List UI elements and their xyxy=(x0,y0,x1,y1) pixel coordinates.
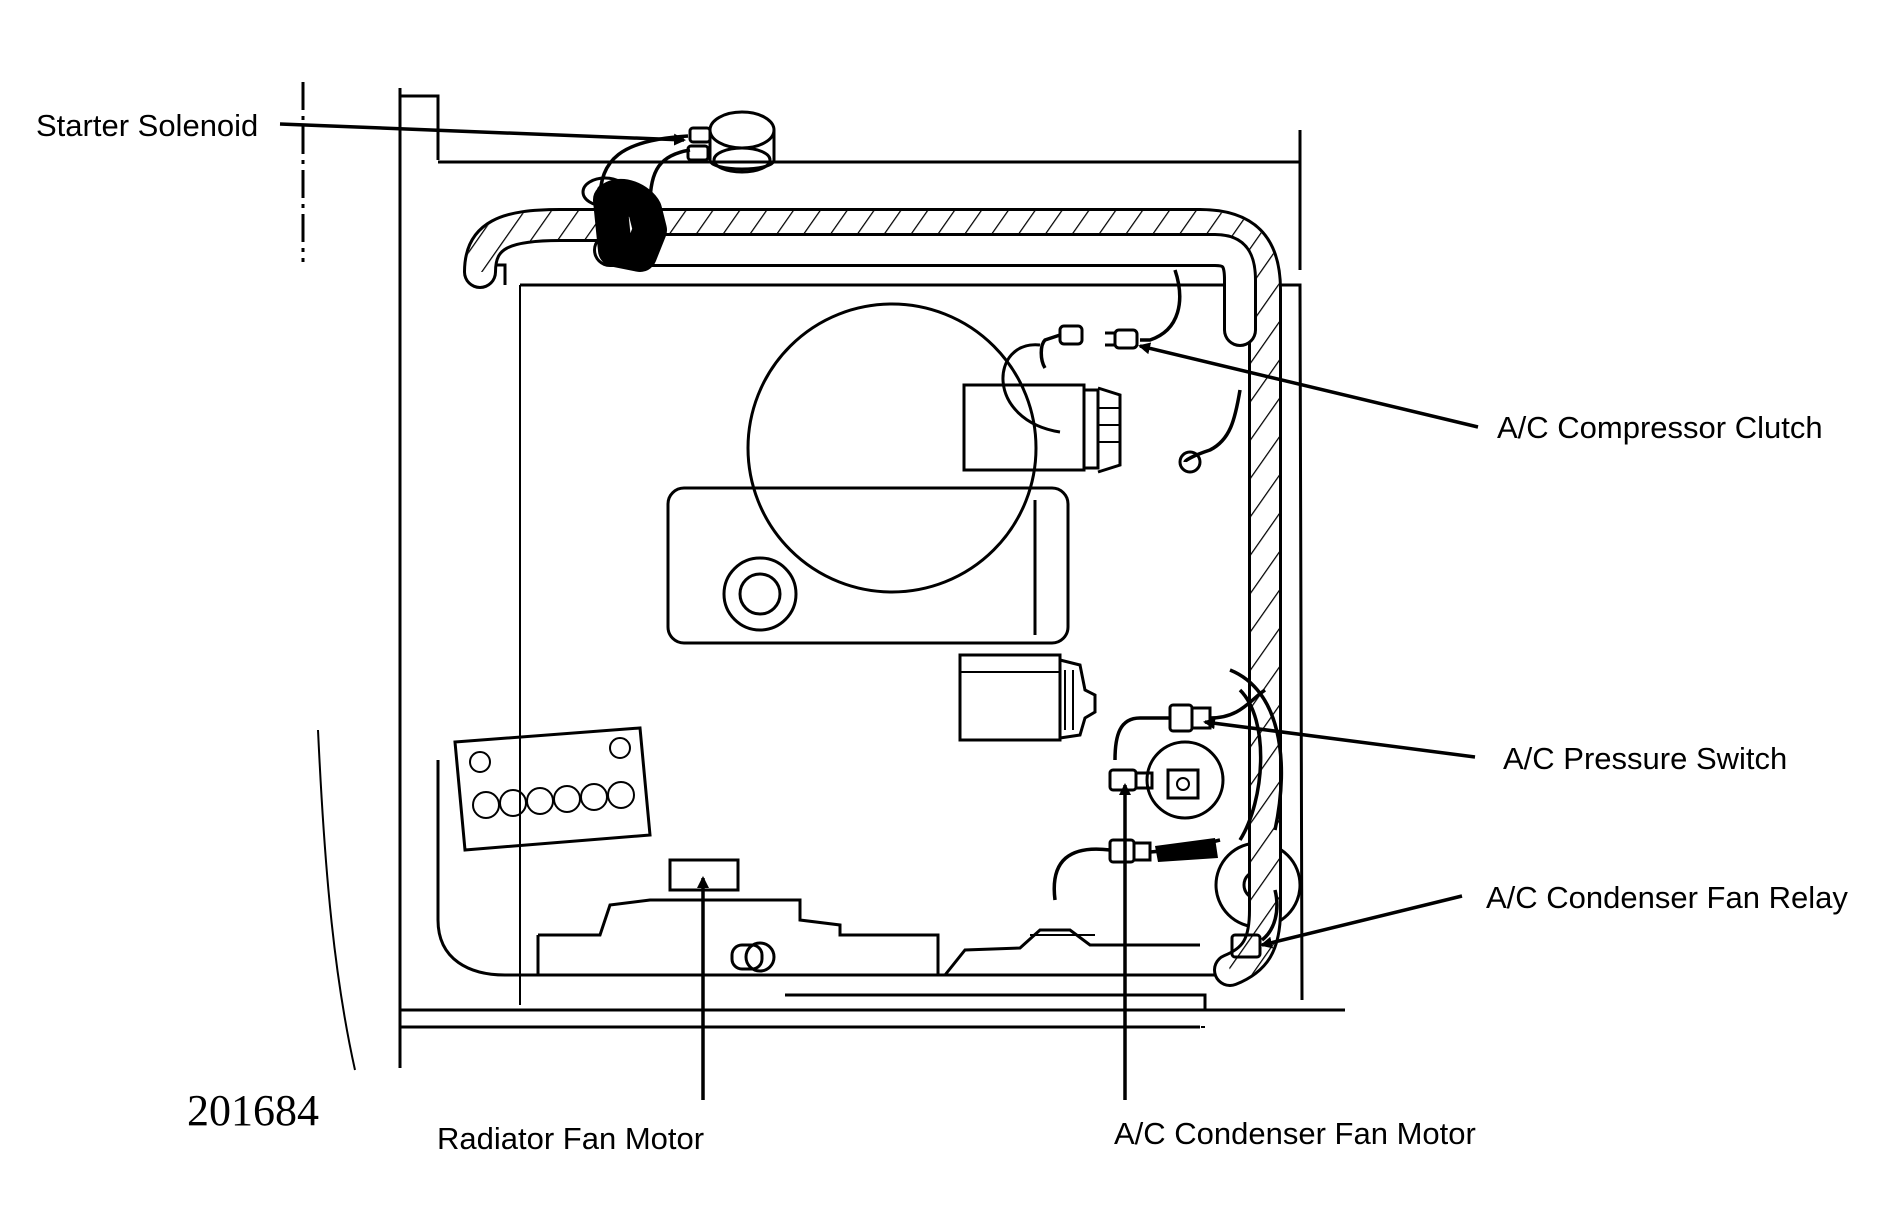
vehicle-outline xyxy=(301,82,1345,1071)
engine-block xyxy=(666,486,1070,645)
label-ac-compressor-clutch: A/C Compressor Clutch xyxy=(1497,410,1823,445)
compressor-clutch-connector xyxy=(1039,269,1242,474)
ac-compressor xyxy=(962,343,1122,474)
figure-number: 201684 xyxy=(187,1086,319,1135)
wiring-harness xyxy=(463,178,1282,987)
label-starter-solenoid: Starter Solenoid xyxy=(36,108,258,143)
radiator-fan-motor xyxy=(536,858,940,975)
label-ac-condenser-fan-motor: A/C Condenser Fan Motor xyxy=(1114,1116,1476,1151)
label-ac-pressure-switch: A/C Pressure Switch xyxy=(1503,741,1787,776)
relay-block xyxy=(453,726,652,852)
label-radiator-fan-motor: Radiator Fan Motor xyxy=(437,1121,704,1156)
engine-flywheel xyxy=(746,302,1038,594)
leader-lines xyxy=(279,122,1479,1100)
label-ac-condenser-fan-relay: A/C Condenser Fan Relay xyxy=(1486,880,1848,915)
alternator xyxy=(958,653,1097,742)
